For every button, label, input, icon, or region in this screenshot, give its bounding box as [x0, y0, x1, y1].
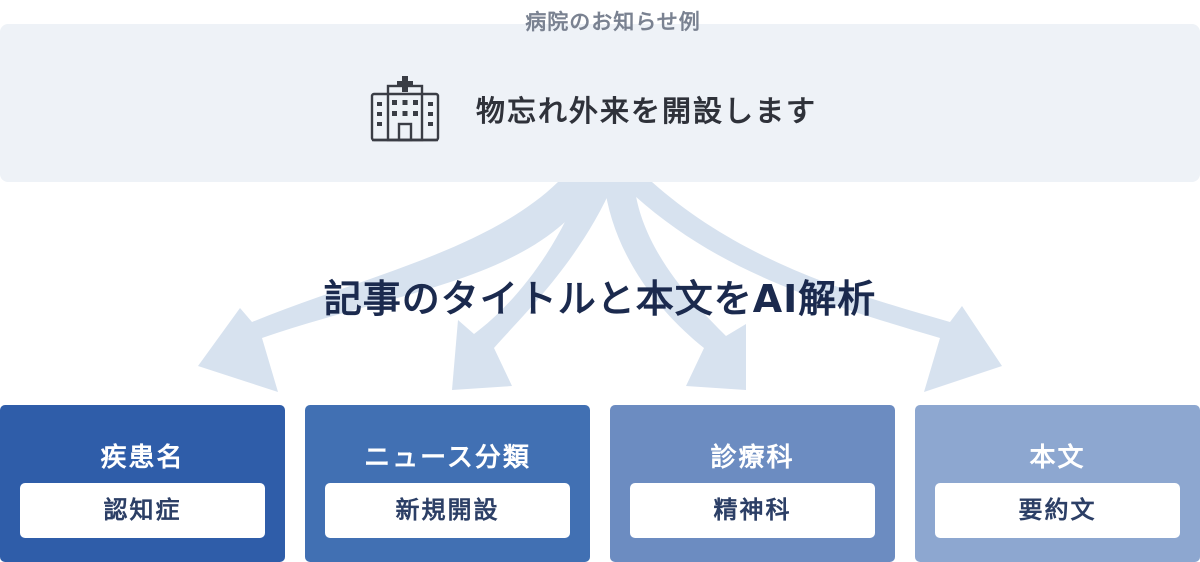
notice-panel: [0, 24, 1200, 182]
card-title: ニュース分類: [364, 443, 531, 473]
arrow-to-disease: [198, 182, 598, 392]
arrow-to-news: [452, 182, 614, 390]
card-value: 精神科: [630, 483, 875, 538]
notice-caption: 病院のお知らせ例: [525, 10, 701, 34]
card-title: 本文: [1029, 443, 1086, 473]
analysis-title: 記事のタイトルと本文をAI解析: [323, 277, 877, 321]
card-news-category: ニュース分類 新規開設: [305, 405, 590, 562]
arrow-to-dept: [604, 182, 746, 390]
notice-headline: 物忘れ外来を開設します: [476, 94, 818, 128]
arrow-to-body: [620, 182, 1002, 392]
card-title: 診療科: [710, 443, 795, 473]
card-value: 要約文: [935, 483, 1180, 538]
card-title: 疾患名: [100, 443, 185, 473]
card-value: 新規開設: [325, 483, 570, 538]
card-disease: 疾患名 認知症: [0, 405, 285, 562]
card-value: 認知症: [20, 483, 265, 538]
card-body-text: 本文 要約文: [915, 405, 1200, 562]
hospital-icon: [370, 76, 440, 142]
card-department: 診療科 精神科: [610, 405, 895, 562]
